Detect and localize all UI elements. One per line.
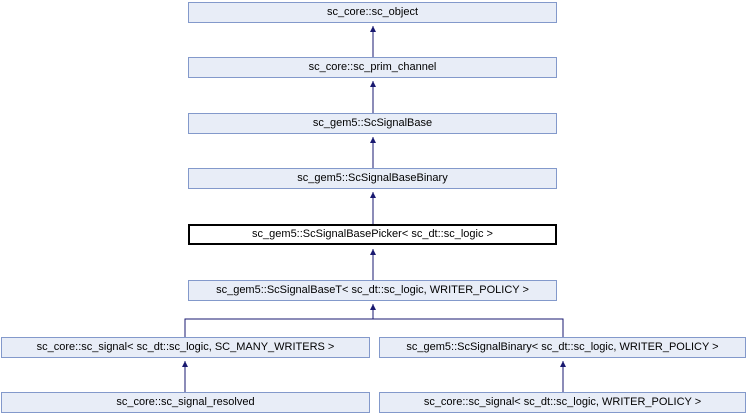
- class-node-scsignalbasebinary[interactable]: sc_gem5::ScSignalBaseBinary: [188, 168, 557, 189]
- class-node-scsignalbaset[interactable]: sc_gem5::ScSignalBaseT< sc_dt::sc_logic,…: [188, 280, 557, 301]
- edge-many-writers-to-baset: [184, 304, 376, 337]
- class-node-sc-signal-writer-policy[interactable]: sc_core::sc_signal< sc_dt::sc_logic, WRI…: [379, 392, 746, 413]
- class-node-scsignalbinary[interactable]: sc_gem5::ScSignalBinary< sc_dt::sc_logic…: [379, 337, 746, 358]
- class-node-scsignalbase[interactable]: sc_gem5::ScSignalBase: [188, 113, 557, 134]
- edge-signalbinary-to-baset: [373, 318, 564, 337]
- class-node-scsignalbasepicker-current: sc_gem5::ScSignalBasePicker< sc_dt::sc_l…: [188, 224, 557, 245]
- class-node-sc-prim-channel[interactable]: sc_core::sc_prim_channel: [188, 57, 557, 78]
- class-node-sc-signal-resolved[interactable]: sc_core::sc_signal_resolved: [1, 392, 370, 413]
- class-node-sc-object[interactable]: sc_core::sc_object: [188, 2, 557, 23]
- class-node-sc-signal-many-writers[interactable]: sc_core::sc_signal< sc_dt::sc_logic, SC_…: [1, 337, 370, 358]
